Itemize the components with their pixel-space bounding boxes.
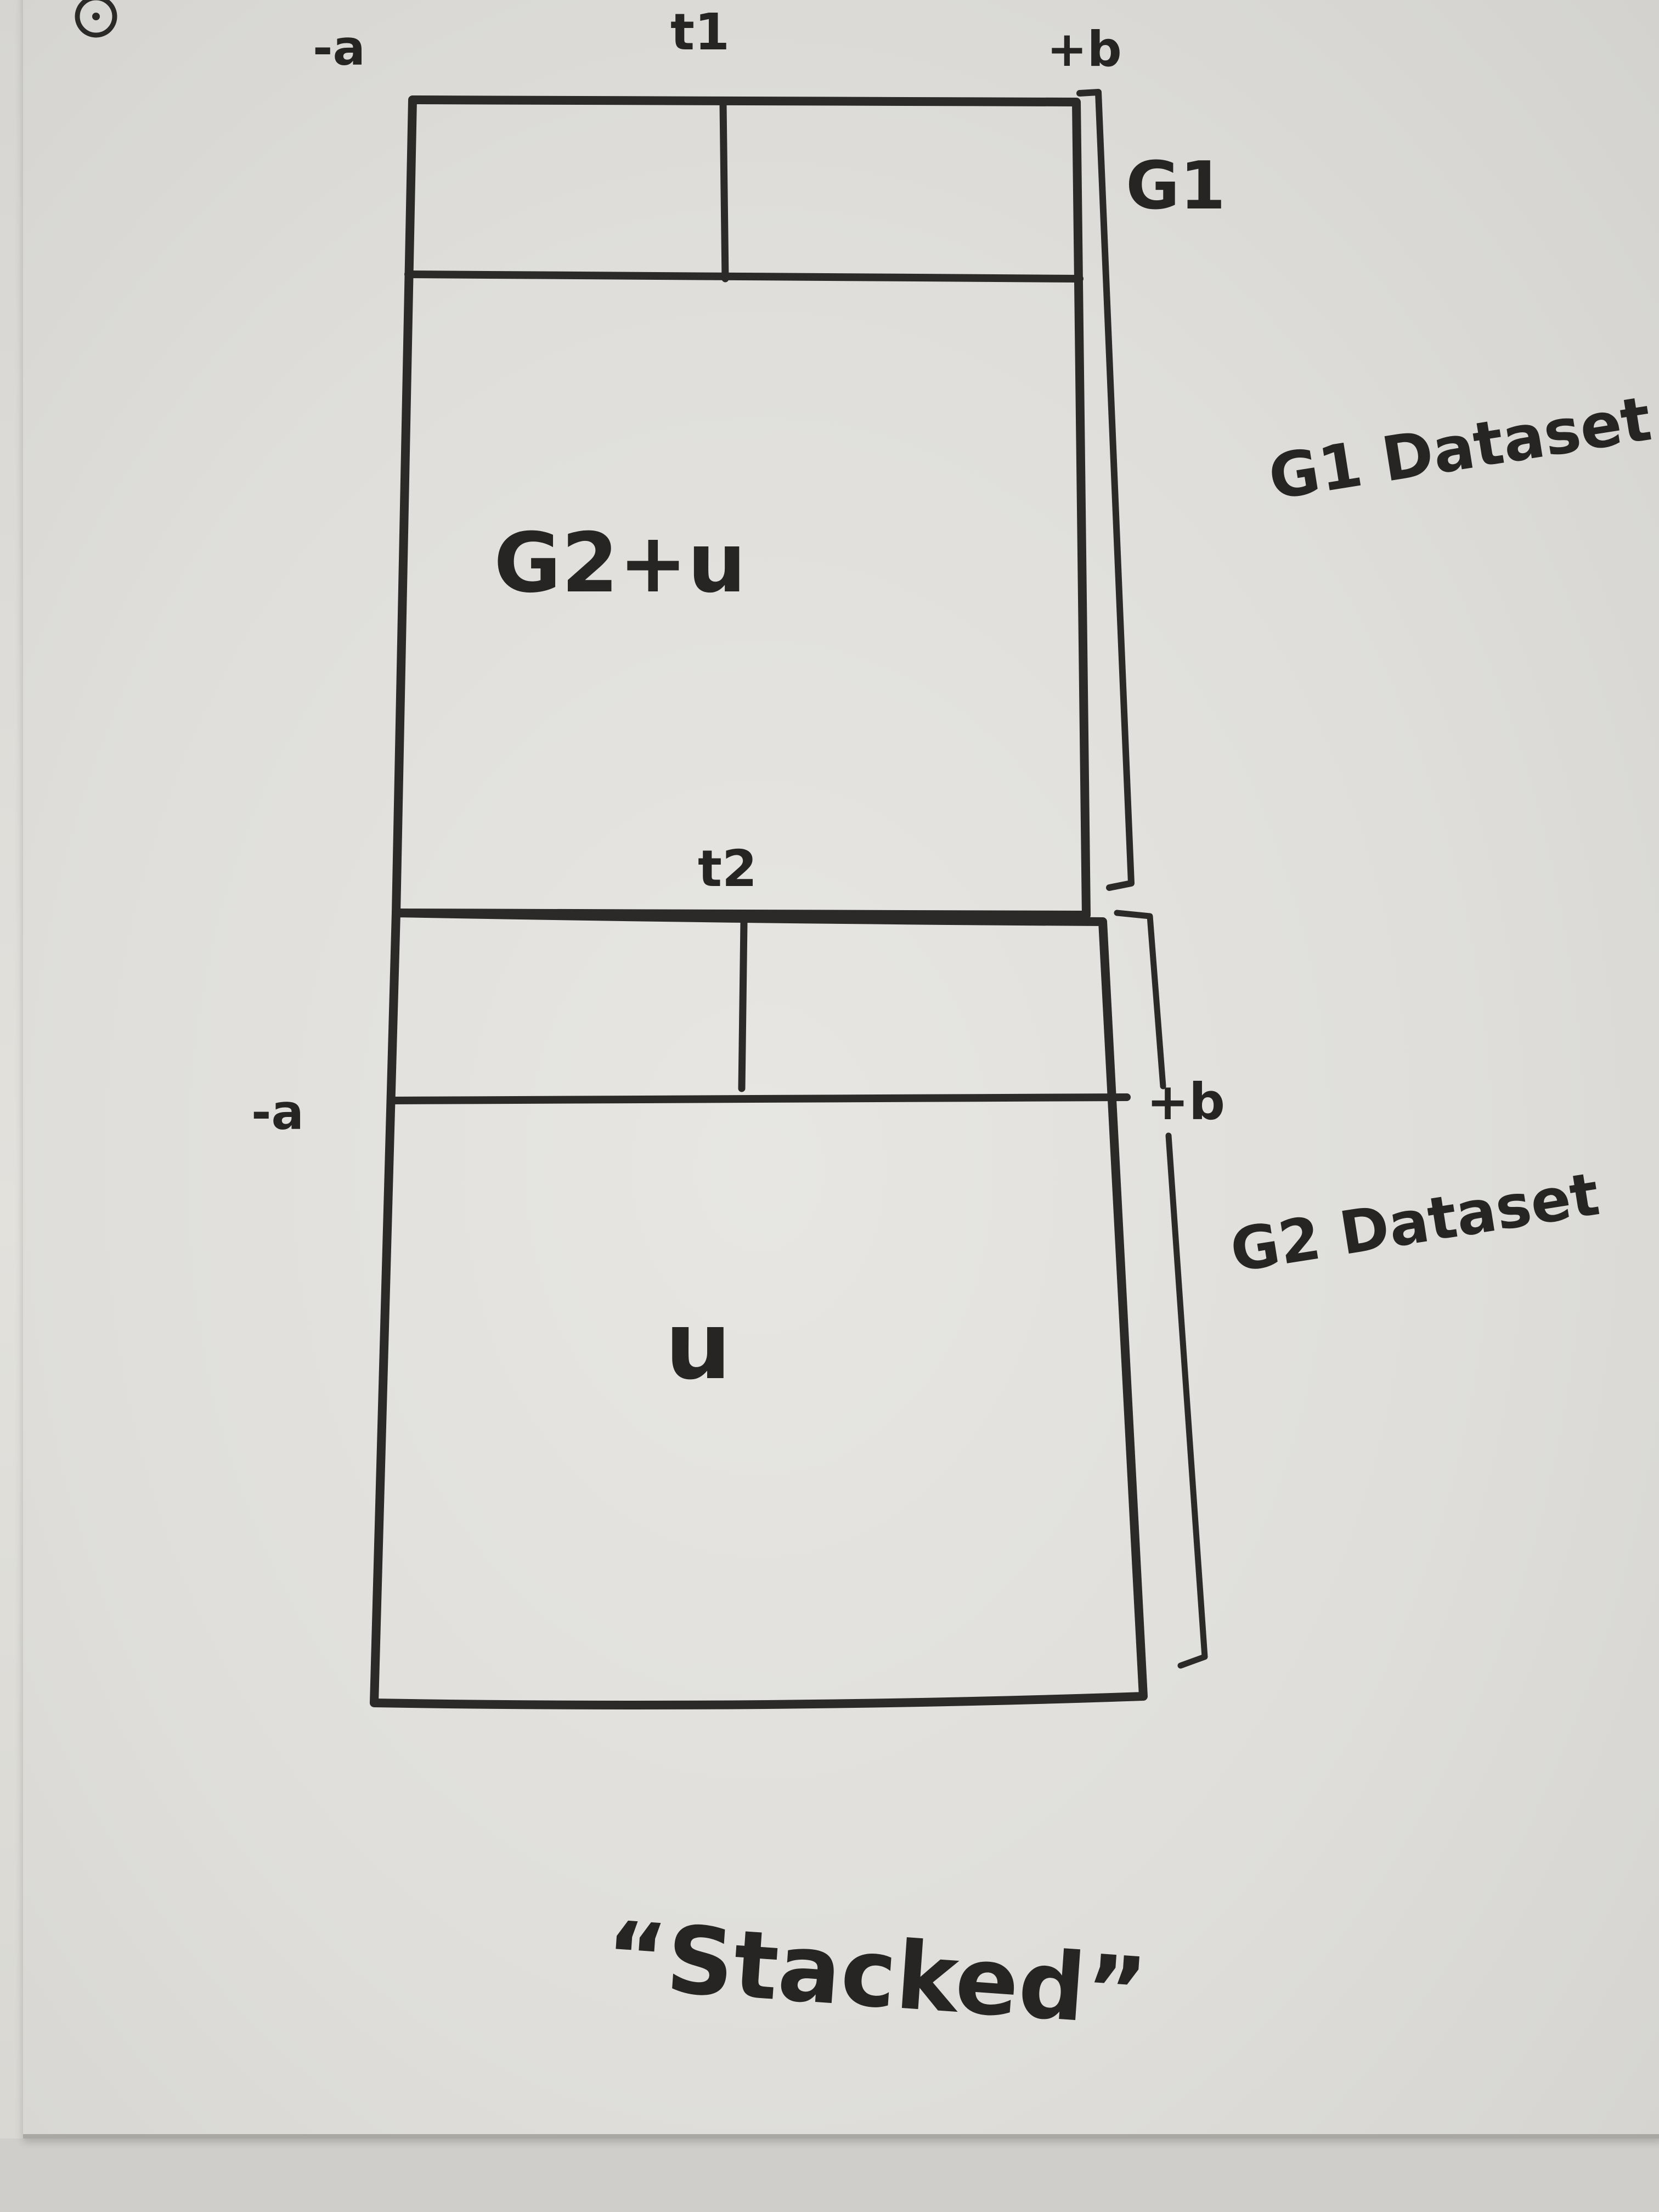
top-block-outline: [392, 95, 1091, 919]
stacked-caption: “Stacked”: [602, 1901, 1150, 2047]
bottom-block-split-line: [738, 919, 748, 1092]
circled-dot-icon: [75, 0, 117, 38]
top-block-body-label: G2+u: [494, 516, 746, 611]
bottom-block-header-line: [387, 1093, 1131, 1104]
background-surface: [0, 2138, 1659, 2212]
g2-dataset-label: G2 Dataset: [1226, 1160, 1604, 1285]
bottom-block: [370, 909, 1208, 1709]
paper-sheet: [23, 0, 1659, 2138]
bottom-block-outline: [370, 909, 1148, 1709]
t1-label: t1: [670, 3, 730, 61]
g2-dataset-bracket: [1114, 910, 1166, 1090]
bottom-block-body-label: u: [665, 1292, 731, 1401]
top-block-split-line: [719, 100, 729, 283]
top-right-bound-label: +b: [1047, 21, 1122, 77]
g2-dataset-bracket-lower: [1165, 1132, 1208, 1669]
g1-label: G1: [1126, 148, 1226, 224]
top-left-bound-label: -a: [313, 20, 365, 76]
g1-dataset-label: G1 Dataset: [1264, 383, 1656, 514]
bottom-right-bound-label: +b: [1147, 1073, 1225, 1131]
top-block: [392, 89, 1135, 919]
g1-bracket: [1076, 89, 1135, 891]
top-block-header-line: [404, 270, 1084, 283]
bottom-left-bound-label: -a: [251, 1084, 304, 1141]
t2-label: t2: [698, 839, 757, 898]
